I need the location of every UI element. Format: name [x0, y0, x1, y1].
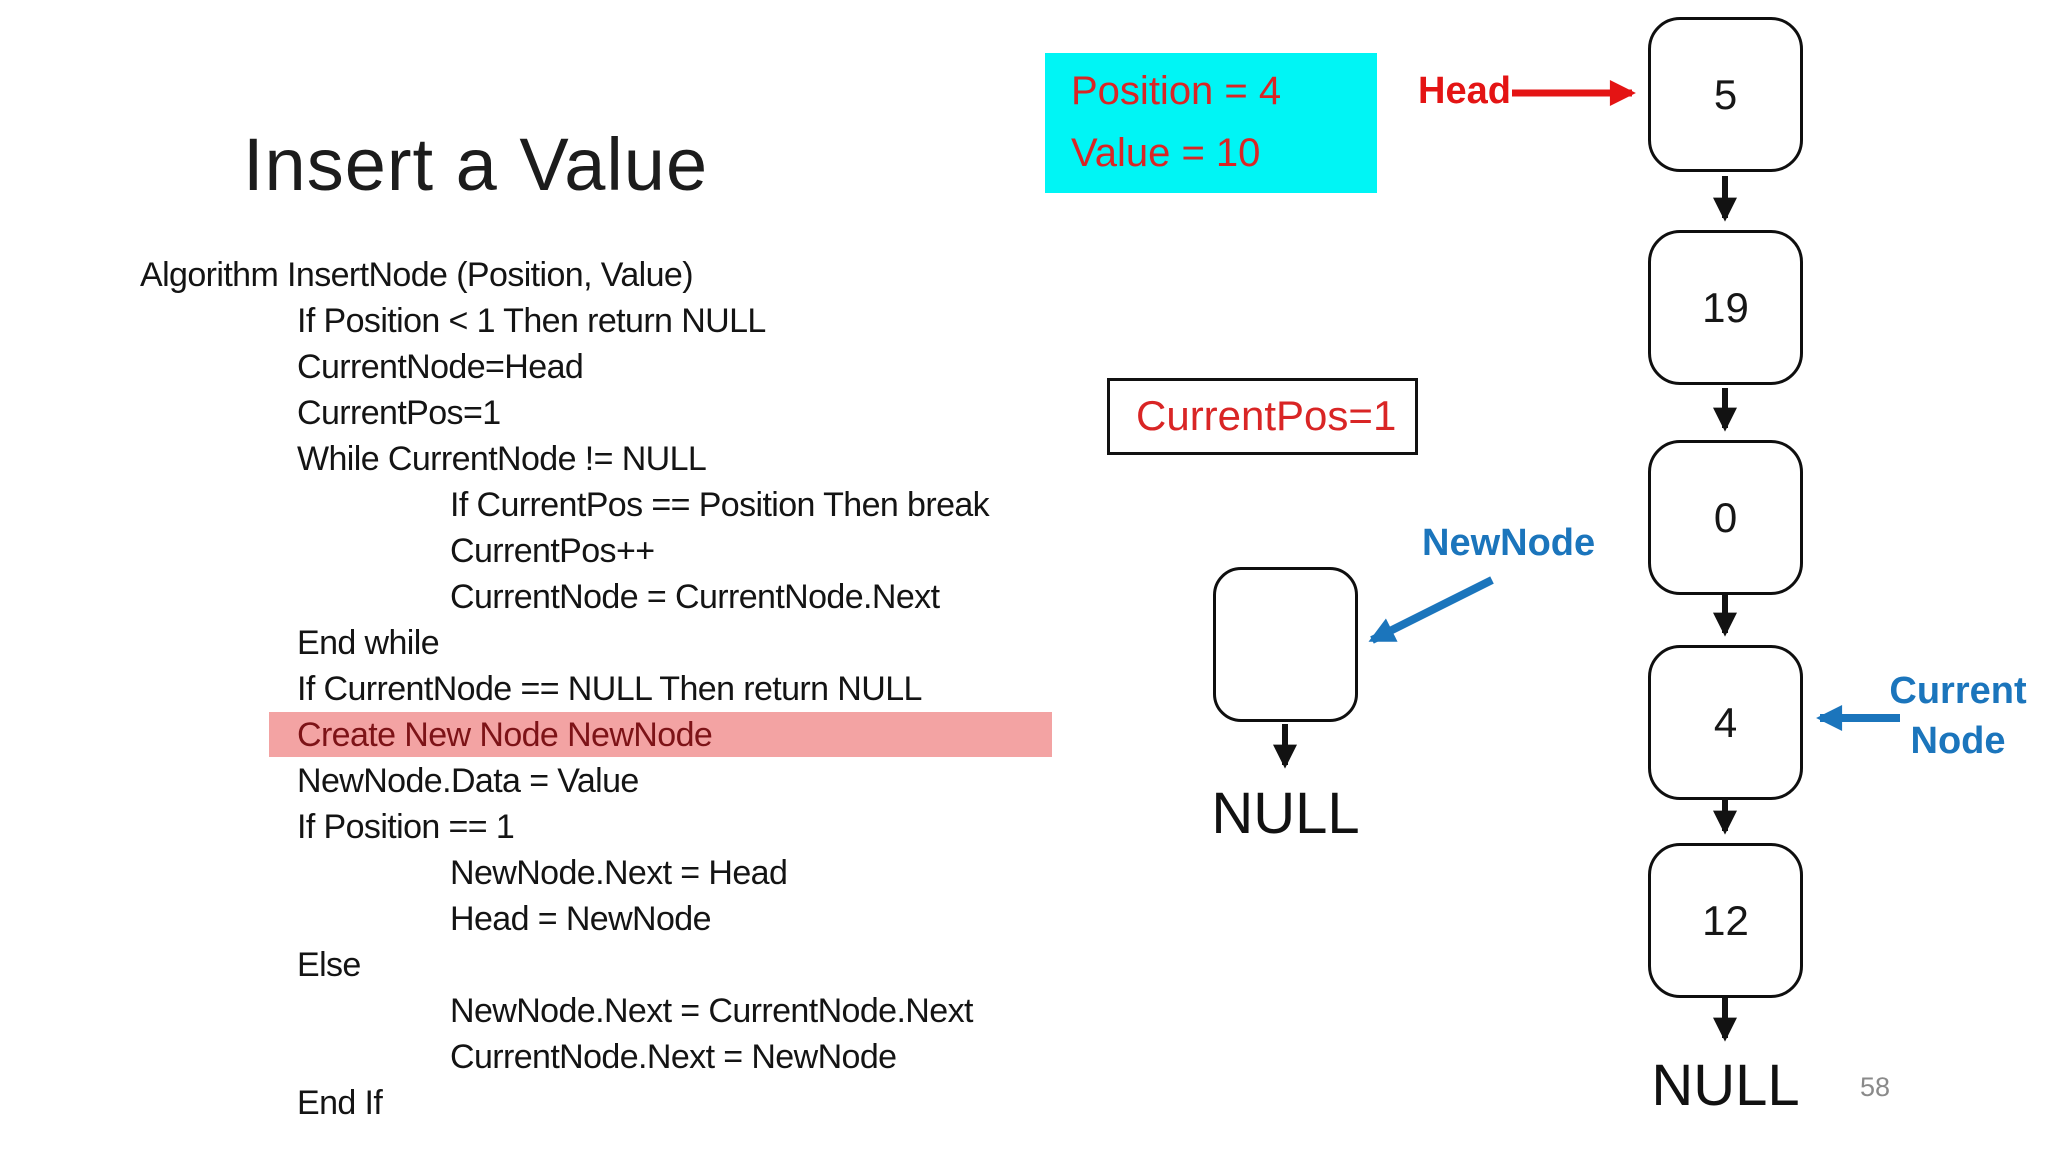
- page-number: 58: [1860, 1072, 1891, 1102]
- code-line: CurrentNode=Head: [297, 348, 584, 386]
- code-line: CurrentNode = CurrentNode.Next: [450, 578, 940, 616]
- list-node-1: 5: [1648, 17, 1803, 172]
- list-node-4: 4: [1648, 645, 1803, 800]
- code-line: CurrentPos++: [450, 532, 655, 570]
- newnode-arrow: [1368, 576, 1494, 644]
- newnode-label: NewNode: [1422, 522, 1596, 564]
- code-line: If Position < 1 Then return NULL: [297, 302, 766, 340]
- null-label-list: NULL: [1651, 1053, 1800, 1118]
- params-callout: Position = 4 Value = 10: [1045, 53, 1377, 193]
- head-label: Head: [1418, 70, 1511, 112]
- code-line: CurrentPos=1: [297, 394, 501, 432]
- code-line: Algorithm InsertNode (Position, Value): [140, 256, 694, 294]
- newnode-box: [1213, 567, 1358, 722]
- algorithm-pseudocode: Algorithm InsertNode (Position, Value) I…: [140, 252, 1240, 1126]
- code-line: CurrentNode.Next = NewNode: [450, 1038, 897, 1076]
- code-line: NewNode.Data = Value: [297, 762, 639, 800]
- page-title: Insert a Value: [243, 123, 709, 206]
- current-node-label-line1: Current: [1889, 670, 2027, 712]
- currentpos-callout: CurrentPos=1: [1107, 378, 1418, 455]
- list-node-3: 0: [1648, 440, 1803, 595]
- code-line-highlighted: Create New Node NewNode: [140, 712, 1240, 758]
- code-line: Head = NewNode: [450, 900, 712, 938]
- current-node-label-line2: Node: [1910, 720, 2006, 762]
- code-line: NewNode.Next = CurrentNode.Next: [450, 992, 973, 1030]
- code-line: While CurrentNode != NULL: [297, 440, 707, 478]
- code-line: If CurrentPos == Position Then break: [450, 486, 990, 524]
- highlight-text: Create New Node NewNode: [269, 712, 1052, 757]
- code-line: NewNode.Next = Head: [450, 854, 788, 892]
- list-node-2: 19: [1648, 230, 1803, 385]
- code-line: If CurrentNode == NULL Then return NULL: [297, 670, 922, 708]
- current-node-label: Current Node: [1882, 666, 2034, 766]
- null-label-newnode: NULL: [1211, 781, 1360, 846]
- params-position-line: Position = 4: [1071, 69, 1282, 113]
- code-line: Else: [297, 946, 361, 984]
- code-line: End If: [297, 1084, 383, 1122]
- list-node-5: 12: [1648, 843, 1803, 998]
- code-line: If Position == 1: [297, 808, 515, 846]
- params-value-line: Value = 10: [1071, 131, 1261, 175]
- code-line: End while: [297, 624, 440, 662]
